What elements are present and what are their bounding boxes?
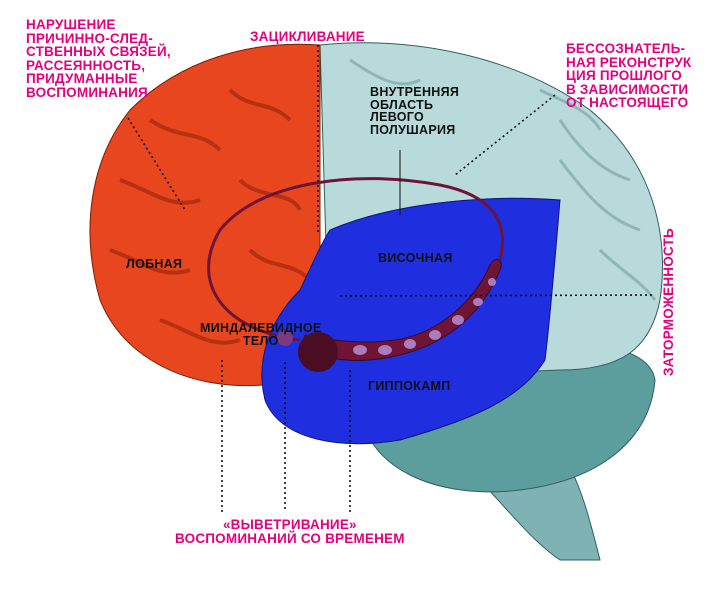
label-bottom: «ВЫВЕТРИВАНИЕ» ВОСПОМИНАНИЙ СО ВРЕМЕНЕМ <box>175 517 405 546</box>
temporal-lobe <box>261 197 561 445</box>
limbic-arc <box>207 177 504 342</box>
amygdala-shape <box>298 332 338 372</box>
label-frontal: ЛОБНАЯ <box>126 257 183 271</box>
leader-lines <box>127 45 656 512</box>
label-amygdala: МИНДАЛЕВИДНОЕ ТЕЛО <box>200 321 322 348</box>
gyri-pattern-frontal <box>109 88 312 345</box>
label-top-left: НАРУШЕНИЕ ПРИЧИННО-СЛЕД- СТВЕННЫХ СВЯЗЕЙ… <box>26 17 171 100</box>
label-inner-left-hemisphere: ВНУТРЕННЯЯ ОБЛАСТЬ ЛЕВОГО ПОЛУШАРИЯ <box>370 85 460 137</box>
label-right-vertical: ЗАТОРМОЖЕННОСТЬ <box>661 228 676 376</box>
label-top-center: ЗАЦИКЛИВАНИЕ <box>250 29 365 44</box>
label-top-right: БЕССОЗНАТЕЛЬ- НАЯ РЕКОНСТРУК ЦИЯ ПРОШЛОГ… <box>566 41 692 110</box>
label-temporal: ВИСОЧНАЯ <box>378 251 453 265</box>
gyri-pattern-light <box>349 58 657 301</box>
amygdala-spot <box>277 330 293 346</box>
hippocampus-spots <box>353 278 496 355</box>
frontal-lobe <box>89 43 321 387</box>
label-hippocampus: ГИППОКАМП <box>368 379 451 393</box>
